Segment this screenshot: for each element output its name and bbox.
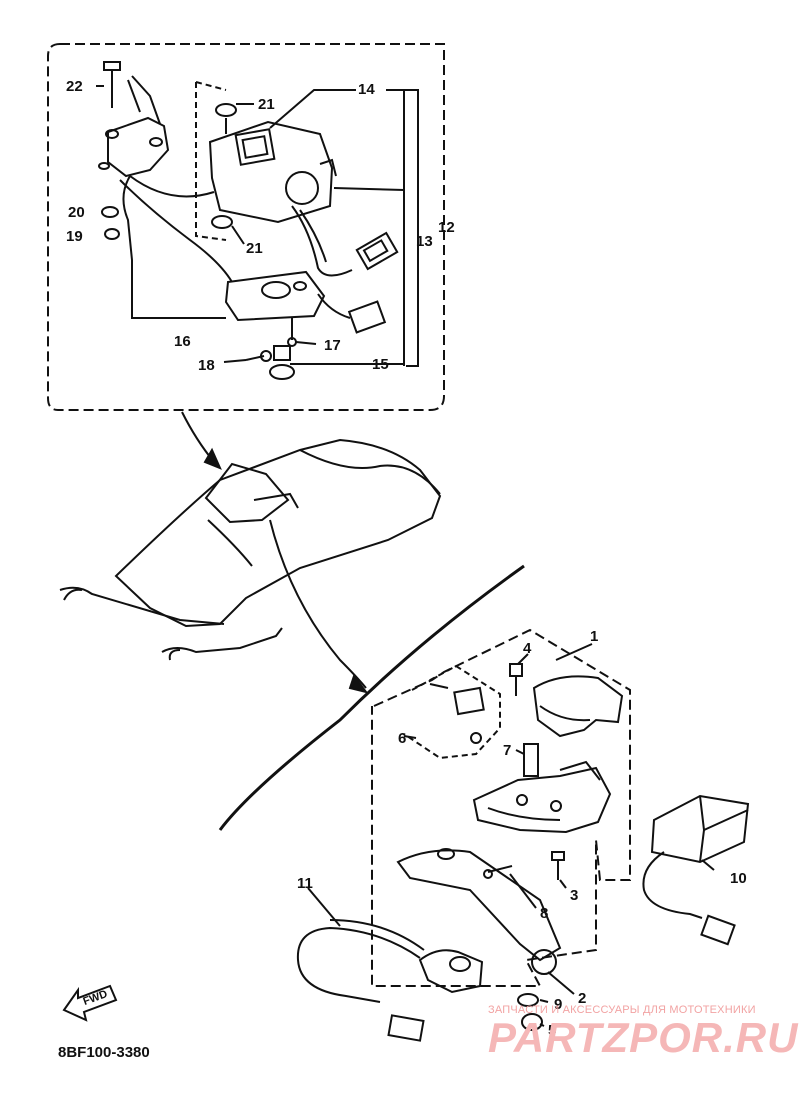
bolt-4: [509, 663, 523, 696]
cable-11-b: [329, 919, 425, 951]
leader-6: [403, 735, 417, 739]
bracket-line-13: [386, 89, 405, 366]
leader-3: [559, 879, 567, 889]
brake-lever: [396, 848, 562, 975]
inset-box-outline: [47, 43, 445, 411]
callout-7: 7: [503, 742, 512, 759]
cable-10: [642, 851, 703, 919]
washer-9: [517, 993, 539, 1007]
callout-5: 5: [548, 1022, 557, 1039]
nut-5: [521, 1013, 543, 1031]
leader-11: [307, 887, 341, 927]
switch-wire: [291, 205, 353, 277]
washer-19: [104, 228, 120, 240]
inset-leader-arrow: [203, 447, 222, 470]
callout-2: 2: [578, 990, 587, 1007]
leader-17: [295, 341, 317, 345]
switch-11: [418, 949, 484, 994]
callout-17: 17: [324, 337, 341, 354]
callout-16: 16: [174, 333, 191, 350]
cable-left-3: [129, 175, 215, 198]
callout-12: 12: [438, 219, 455, 236]
bracket-lower: [224, 270, 326, 322]
divider-line: [218, 564, 525, 831]
callout-21-bottom: 21: [246, 240, 263, 257]
callout-14: 14: [358, 81, 375, 98]
connector-13: [355, 231, 399, 271]
connector-11: [387, 1014, 425, 1042]
callout-6: 6: [398, 730, 407, 747]
leader-7: [515, 749, 525, 755]
leader-8: [509, 873, 537, 909]
callout-11: 11: [297, 875, 313, 892]
nut-21-box: [195, 81, 227, 241]
cable-left-2: [119, 179, 233, 283]
screw-3: [551, 851, 565, 880]
watermark-logo: PARTZPOR.RU: [488, 1014, 799, 1061]
thumb-switch-body: [208, 120, 337, 224]
callout-3: 3: [570, 887, 579, 904]
heater-unit-10: [650, 794, 750, 864]
callout-21-top: 21: [258, 96, 275, 113]
pin-7: [523, 743, 539, 777]
leader-4: [517, 653, 529, 665]
connector-lower: [347, 300, 387, 334]
part-6: [429, 683, 485, 744]
nut-21-top: [215, 103, 237, 134]
lower-wire: [317, 293, 351, 319]
switch-wire-2: [299, 209, 327, 263]
lever-housing: [472, 760, 612, 834]
bolt-22: [103, 61, 121, 108]
leader-1: [555, 643, 593, 661]
fwd-arrow-icon: [62, 984, 118, 1022]
callout-20: 20: [68, 204, 85, 221]
leader-21b: [231, 225, 245, 245]
callout-9: 9: [554, 996, 563, 1013]
callout-4: 4: [523, 640, 532, 657]
callout-8: 8: [540, 905, 549, 922]
leader-13: [333, 187, 405, 191]
screw-17: [287, 318, 297, 347]
leader-10: [701, 859, 715, 871]
callout-13: 13: [416, 233, 433, 250]
diagram-code: 8BF100-3380: [58, 1044, 150, 1061]
leader-2: [547, 971, 575, 995]
lower-leader-arrow: [348, 673, 369, 694]
part-6-box: [403, 664, 501, 760]
connector-10: [700, 914, 736, 946]
lower-box-outline: [371, 628, 631, 987]
callout-1: 1: [590, 628, 599, 645]
leader-18: [223, 359, 247, 363]
lower-leader: [269, 519, 367, 689]
leader-9: [539, 999, 549, 1003]
screw-18: [245, 350, 272, 362]
nut-21-bottom: [211, 215, 233, 229]
callout-22: 22: [66, 78, 83, 95]
housing-cover: [532, 675, 624, 738]
cable-11: [296, 926, 421, 1003]
screw-8: [483, 865, 513, 879]
leader-5: [539, 1023, 545, 1027]
leader-14: [269, 89, 356, 129]
callout-10: 10: [730, 870, 747, 887]
callout-19: 19: [66, 228, 83, 245]
cable-left: [122, 175, 226, 319]
watermark-tagline: ЗАПЧАСТИ И АКСЕССУАРЫ ДЛЯ МОТОТЕХНИКИ: [488, 1004, 756, 1016]
bolt-15: [269, 345, 295, 380]
washer-20: [101, 206, 119, 218]
callout-18: 18: [198, 357, 215, 374]
bracket-line-12: [404, 89, 419, 367]
snowmobile: [59, 438, 442, 661]
bracket-upper: [98, 75, 170, 178]
callout-15: 15: [372, 356, 389, 373]
